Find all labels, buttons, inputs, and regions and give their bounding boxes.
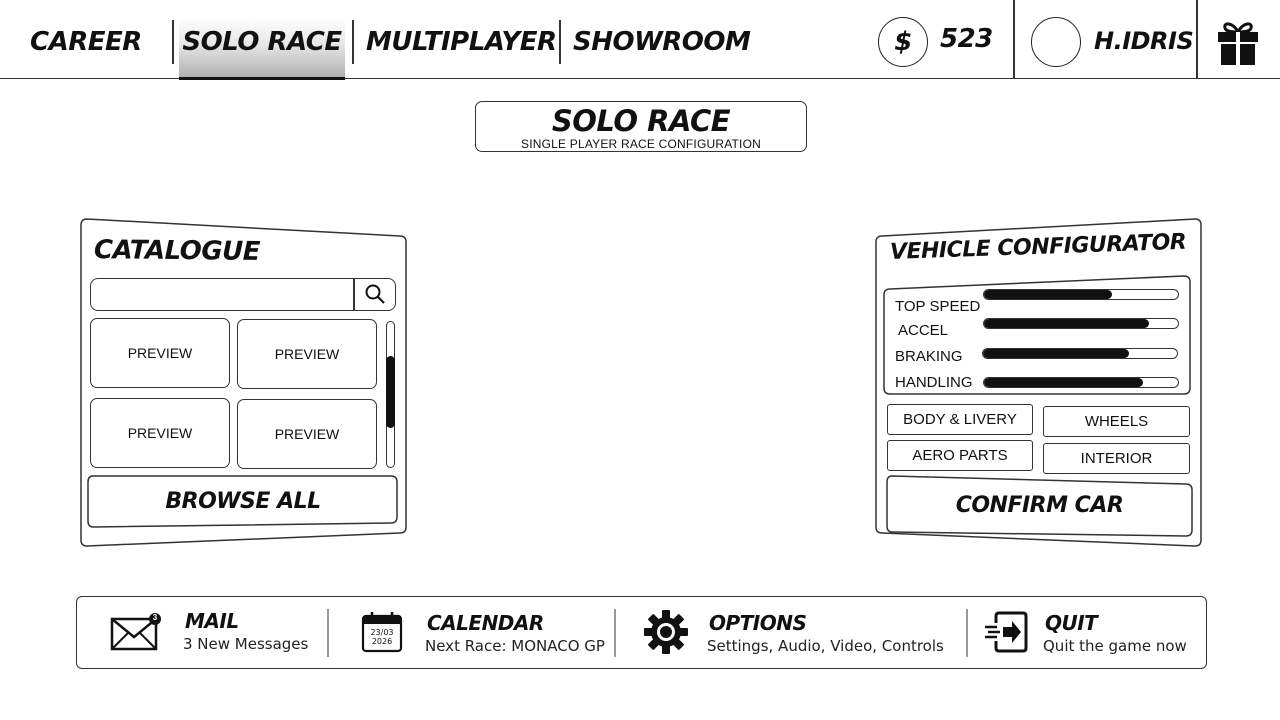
catalogue-panel (80, 218, 407, 547)
interior-button[interactable]: INTERIOR (1043, 443, 1190, 474)
stat-label-accel: ACCEL (898, 322, 949, 339)
bottom-divider (614, 609, 616, 657)
tab-multiplayer[interactable]: MULTIPLAYER (366, 18, 557, 66)
currency-icon: $ (878, 17, 928, 67)
mail-badge: 3 (152, 613, 158, 622)
page-subtitle: SINGLE PLAYER RACE CONFIGURATION (521, 137, 761, 151)
catalogue-title: CATALOGUE (93, 235, 261, 267)
calendar-title[interactable]: CALENDAR (427, 611, 544, 635)
search-input[interactable] (90, 278, 396, 311)
options-subtitle: Settings, Audio, Video, Controls (707, 637, 944, 655)
tab-label: SOLO RACE (182, 27, 342, 57)
search-divider (353, 279, 355, 310)
page-title-plate: SOLO RACE SINGLE PLAYER RACE CONFIGURATI… (475, 101, 807, 152)
stat-label-top-speed: TOP SPEED (895, 298, 981, 315)
stat-label-braking: BRAKING (895, 348, 963, 365)
confirm-frame (886, 475, 1193, 537)
preview-card[interactable]: PREVIEW (90, 398, 230, 468)
stat-bar-braking (982, 348, 1178, 359)
tab-label: SHOWROOM (573, 27, 751, 57)
stat-fill (984, 378, 1144, 387)
confirm-car-button[interactable]: CONFIRM CAR (955, 492, 1124, 518)
quit-title[interactable]: QUIT (1045, 611, 1098, 635)
stat-bar-accel (983, 318, 1179, 329)
stat-bar-handling (983, 377, 1179, 388)
browse-all-frame (87, 475, 398, 528)
nav-divider (352, 20, 354, 64)
tab-showroom[interactable]: SHOWROOM (573, 18, 751, 66)
tab-career[interactable]: CAREER (30, 18, 142, 66)
header-divider (1196, 0, 1198, 78)
top-nav-bar: CAREER SOLO RACE MULTIPLAYER SHOWROOM $ … (0, 0, 1280, 80)
header-divider (1013, 0, 1015, 78)
mail-title[interactable]: MAIL (185, 609, 239, 633)
mail-icon[interactable] (110, 611, 162, 653)
vehicle-configurator-panel (875, 218, 1202, 547)
bottom-bar: 3 MAIL 3 New Messages 23/03 2026 CALENDA… (76, 596, 1207, 669)
options-title[interactable]: OPTIONS (709, 611, 807, 635)
wheels-button[interactable]: WHEELS (1043, 406, 1190, 437)
mail-subtitle: 3 New Messages (183, 635, 309, 653)
avatar[interactable] (1031, 17, 1081, 67)
search-button[interactable] (354, 279, 395, 309)
gear-icon[interactable] (643, 609, 689, 655)
browse-all-button[interactable]: BROWSE ALL (165, 489, 321, 514)
search-icon (365, 284, 385, 304)
stat-bar-top-speed (983, 289, 1179, 300)
gift-icon[interactable] (1217, 20, 1259, 66)
body-livery-button[interactable]: BODY & LIVERY (887, 404, 1033, 435)
calendar-date: 23/03 2026 (370, 628, 394, 646)
username[interactable]: H.IDRIS (1094, 27, 1194, 55)
tab-label: CAREER (30, 27, 142, 57)
preview-card[interactable]: PREVIEW (237, 319, 377, 389)
preview-card[interactable]: PREVIEW (237, 399, 377, 469)
stats-frame (883, 275, 1191, 395)
bottom-divider (966, 609, 968, 657)
calendar-icon[interactable] (361, 611, 403, 653)
page-title: SOLO RACE (551, 104, 731, 138)
aero-parts-button[interactable]: AERO PARTS (887, 440, 1033, 471)
stat-fill (984, 290, 1113, 299)
tab-label: MULTIPLAYER (366, 27, 557, 57)
tab-solo-race[interactable]: SOLO RACE (179, 18, 345, 80)
nav-divider (172, 20, 174, 64)
stat-label-handling: HANDLING (895, 374, 973, 391)
exit-icon[interactable] (983, 611, 1029, 653)
quit-subtitle: Quit the game now (1043, 637, 1187, 655)
stat-fill (983, 349, 1129, 358)
calendar-subtitle: Next Race: MONACO GP (425, 637, 605, 655)
scrollbar-thumb[interactable] (386, 356, 395, 428)
bottom-divider (327, 609, 329, 657)
coin-balance: 523 (940, 24, 993, 54)
stat-fill (984, 319, 1149, 328)
preview-card[interactable]: PREVIEW (90, 318, 230, 388)
nav-divider (559, 20, 561, 64)
